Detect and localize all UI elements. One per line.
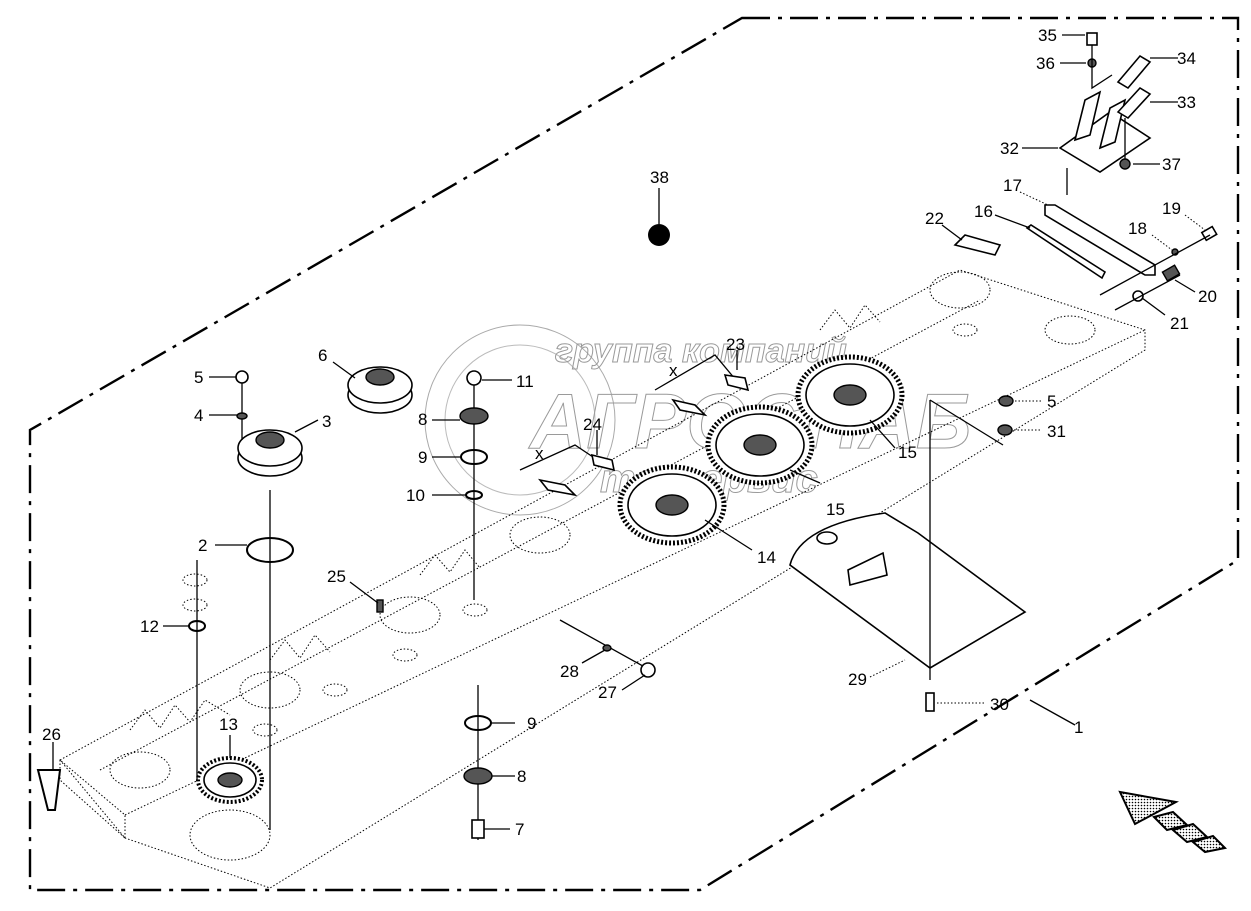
callout-17: 17 [1003, 176, 1022, 195]
callout-36: 36 [1036, 54, 1055, 73]
washer-4[interactable] [236, 412, 248, 420]
bolt-35[interactable] [1086, 32, 1098, 46]
callout-19: 19 [1162, 199, 1181, 218]
callout-15-lower: 15 [826, 500, 845, 519]
dimension-x-bottom: x [535, 444, 544, 463]
fitting-20[interactable] [1161, 264, 1181, 282]
callout-labels: 1 2 3 4 5 5 6 7 8 8 9 9 10 11 12 13 14 1… [42, 26, 1217, 839]
direction-arrow-icon [1118, 790, 1228, 854]
callout-20: 20 [1198, 287, 1217, 306]
callout-11: 11 [516, 372, 534, 391]
skid-26[interactable] [36, 769, 62, 811]
washer-31[interactable] [997, 424, 1013, 436]
callout-23: 23 [726, 335, 745, 354]
callout-25: 25 [327, 567, 346, 586]
callout-13: 13 [219, 715, 238, 734]
cutter-bar-frame [59, 269, 1146, 889]
bearing-cap-8-top[interactable] [459, 407, 489, 425]
callout-32: 32 [1000, 139, 1019, 158]
gear-13[interactable] [196, 756, 264, 804]
oring-2[interactable] [246, 537, 294, 563]
callout-15-upper: 15 [898, 443, 917, 462]
callout-6: 6 [318, 346, 327, 365]
callout-33: 33 [1177, 93, 1196, 112]
washer-28[interactable] [602, 644, 612, 652]
callout-16: 16 [974, 202, 993, 221]
callout-22: 22 [925, 209, 944, 228]
nut-11[interactable] [466, 370, 482, 386]
plate-16[interactable] [1025, 224, 1107, 280]
pin-25[interactable] [376, 599, 384, 613]
callout-37: 37 [1162, 155, 1181, 174]
callout-10: 10 [406, 486, 425, 505]
callout-3: 3 [322, 412, 331, 431]
callout-30: 30 [990, 695, 1009, 714]
callout-7: 7 [515, 820, 524, 839]
callout-5-left: 5 [194, 368, 203, 387]
callout-26: 26 [42, 725, 61, 744]
nut-37[interactable] [1119, 158, 1131, 170]
cover-plate-29[interactable] [789, 512, 1027, 669]
rail-17[interactable] [1044, 204, 1156, 276]
callout-2: 2 [198, 536, 207, 555]
callout-29: 29 [848, 670, 867, 689]
gear-15-upper[interactable] [795, 354, 905, 436]
callout-27: 27 [598, 683, 617, 702]
callout-35: 35 [1038, 26, 1057, 45]
callout-5-right: 5 [1047, 392, 1056, 411]
clip-24[interactable] [519, 444, 616, 497]
bearing-cap-8-bottom[interactable] [463, 767, 493, 785]
watermark-line1: группа компаний [555, 332, 847, 370]
callout-14: 14 [757, 548, 776, 567]
gear-14[interactable] [617, 464, 727, 546]
plug-27[interactable] [640, 662, 656, 678]
assembly-boundary [28, 16, 1240, 892]
callout-9-top: 9 [418, 448, 427, 467]
callout-12: 12 [140, 617, 159, 636]
leader-lines [52, 34, 1206, 830]
callout-28: 28 [560, 662, 579, 681]
callout-1: 1 [1074, 718, 1083, 737]
callout-21: 21 [1170, 314, 1189, 333]
callout-38: 38 [650, 168, 669, 187]
part-38-marker[interactable] [648, 188, 670, 246]
callout-9-bottom: 9 [527, 714, 536, 733]
bolt-7[interactable] [471, 819, 485, 839]
callout-18: 18 [1128, 219, 1147, 238]
callout-24: 24 [583, 415, 602, 434]
callout-8-bottom: 8 [517, 767, 526, 786]
callout-4: 4 [194, 406, 203, 425]
gearbox-3[interactable] [237, 429, 303, 477]
guide-22[interactable] [953, 234, 1002, 256]
link-plate-34[interactable] [1116, 54, 1152, 90]
callout-34: 34 [1177, 49, 1196, 68]
clip-23[interactable] [654, 354, 750, 417]
callout-8-top: 8 [418, 410, 427, 429]
nut-5-right[interactable] [998, 395, 1014, 407]
callout-31: 31 [1047, 422, 1066, 441]
gearbox-6[interactable] [347, 366, 413, 414]
bolt-30[interactable] [925, 692, 935, 712]
link-plate-33[interactable] [1116, 86, 1152, 120]
nut-5-left[interactable] [235, 370, 249, 384]
dimension-x-top: x [669, 361, 678, 380]
gear-15-lower[interactable] [705, 404, 815, 486]
